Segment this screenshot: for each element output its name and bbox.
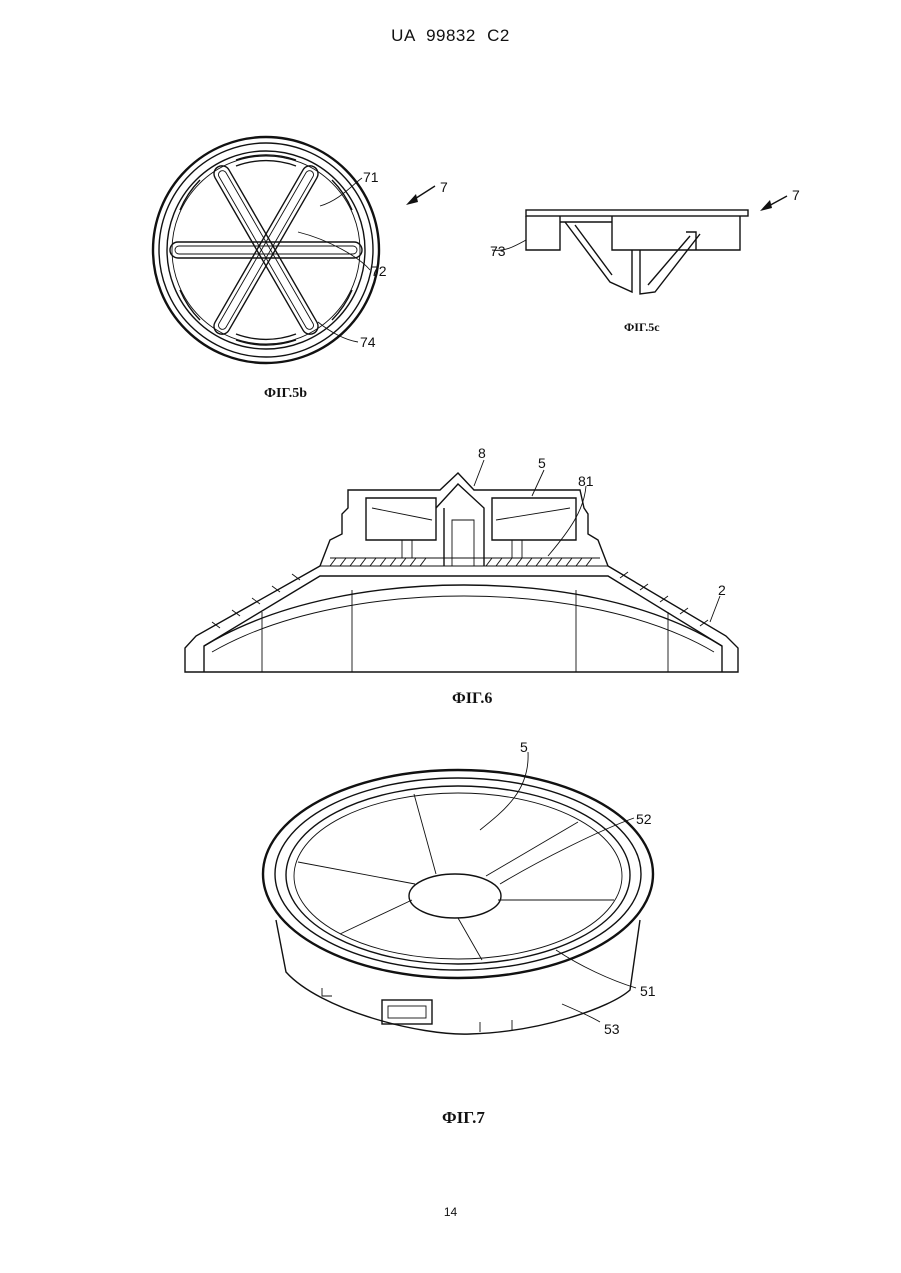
ref-52-label: 52 [636, 811, 652, 827]
ref-74-label: 74 [360, 334, 376, 350]
figure-5b-drawing: 71 7 72 74 [153, 137, 448, 363]
ref-71-label: 71 [363, 169, 379, 185]
figure-6-caption: ФІГ.6 [452, 690, 492, 708]
figure-5b-caption: ФІГ.5b [264, 386, 307, 402]
ref-7-label-fig5c: 7 [792, 187, 800, 203]
ref-5-label-fig7: 5 [520, 739, 528, 755]
figure-5c-caption: ФІГ.5c [624, 320, 660, 335]
figure-5c-drawing: 73 7 [490, 187, 800, 294]
figure-6-drawing: 8 5 81 2 [185, 445, 738, 672]
ref-53-label: 53 [604, 1021, 620, 1037]
figure-7-drawing: 5 52 51 53 [263, 739, 656, 1037]
ref-2-label: 2 [718, 582, 726, 598]
ref-8-label: 8 [478, 445, 486, 461]
ref-7-label-fig5b: 7 [440, 179, 448, 195]
ref-73-label: 73 [490, 243, 506, 259]
ref-81-label: 81 [578, 473, 594, 489]
page-number: 14 [0, 1205, 901, 1219]
ref-5-label-fig6: 5 [538, 455, 546, 471]
figure-7-caption: ФІГ.7 [442, 1108, 485, 1128]
ref-51-label: 51 [640, 983, 656, 999]
ref-72-label: 72 [371, 263, 387, 279]
